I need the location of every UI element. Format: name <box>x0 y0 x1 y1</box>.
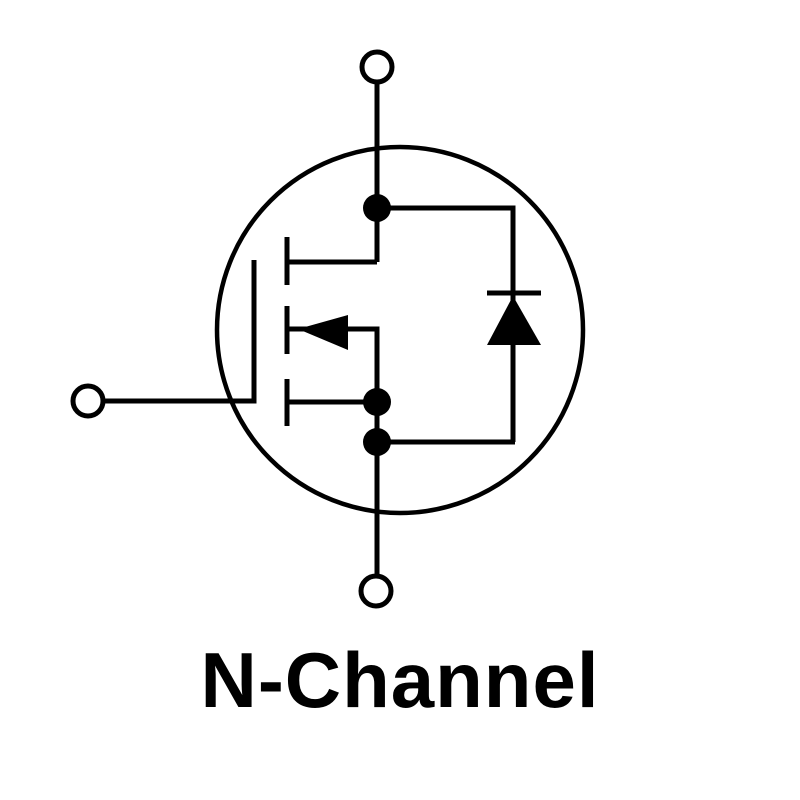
diode-triangle-icon <box>487 296 541 345</box>
junction-dot-source <box>363 388 391 416</box>
source-terminal <box>358 573 394 609</box>
gate-lead <box>102 398 257 404</box>
body-to-source-wire <box>345 326 380 402</box>
junction-dot-diode <box>363 428 391 456</box>
substrate-arrow-icon <box>298 315 348 350</box>
gate-terminal <box>70 383 106 419</box>
diagram-title: N-Channel <box>200 636 600 724</box>
enclosure-circle <box>214 144 586 516</box>
drain-diode-wire <box>377 205 516 442</box>
junction-dot-drain <box>363 194 391 222</box>
drain-terminal <box>359 49 395 85</box>
